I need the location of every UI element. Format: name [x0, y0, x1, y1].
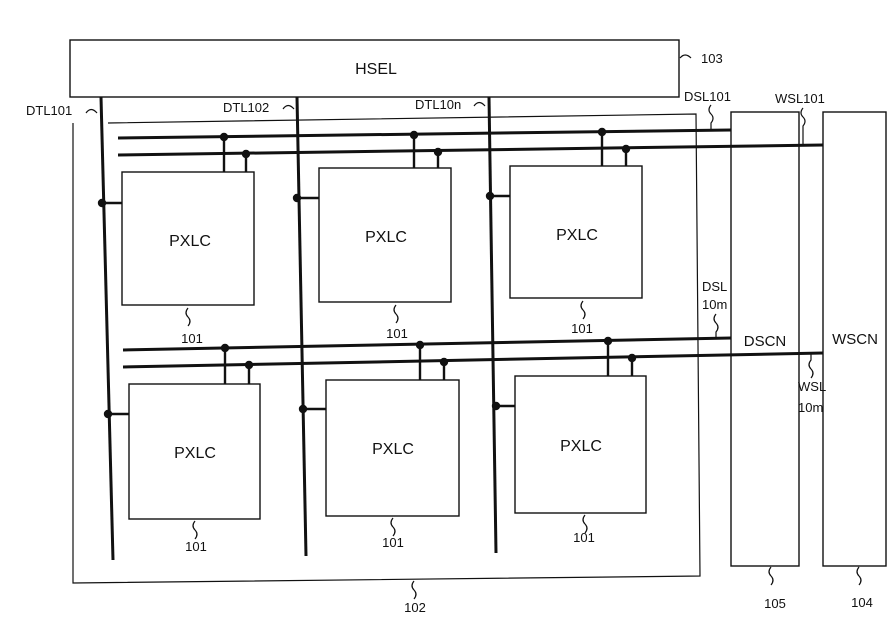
wsl10m-label-line2: 10m	[798, 400, 823, 415]
drive-scan-line-dsl10m	[123, 338, 731, 350]
wsl101-label: WSL101	[775, 91, 825, 106]
dtl102-label: DTL102	[223, 100, 269, 115]
array-ref-leader	[412, 581, 416, 599]
dtl102-leader	[283, 106, 294, 110]
pixel-ref-number: 101	[185, 539, 207, 554]
pixel-cell-label: PXLC	[372, 441, 414, 458]
wscn-ref-leader	[857, 567, 861, 585]
dsl10m-label-line1: DSL	[702, 279, 727, 294]
pixel-cell-label: PXLC	[365, 229, 407, 246]
pixel-ref-number: 101	[573, 530, 595, 545]
hsel-ref-number: 103	[701, 51, 723, 66]
pixel-ref-leader	[394, 305, 398, 323]
dsl101-leader	[709, 105, 713, 129]
pixel-ref-number: 101	[571, 321, 593, 336]
dsl101-label: DSL101	[684, 89, 731, 104]
pixel-ref-number: 101	[382, 535, 404, 550]
dscn-ref-number: 105	[764, 596, 786, 611]
dtl101-label: DTL101	[26, 103, 72, 118]
pixel-ref-leader	[193, 521, 197, 539]
data-line-dtl102	[297, 97, 306, 556]
data-line-dtl10n	[489, 97, 496, 553]
write-scan-line-wsl10m	[123, 353, 823, 367]
pixel-cell-label: PXLC	[556, 227, 598, 244]
dscn-ref-leader	[769, 567, 773, 585]
pixel-cell-label: PXLC	[174, 445, 216, 462]
pixel-cell-label: PXLC	[560, 438, 602, 455]
dtl10n-leader	[474, 103, 485, 107]
wsl101-leader	[801, 108, 805, 145]
drive-scan-line-dsl101	[118, 130, 731, 138]
pixel-ref-number: 101	[181, 331, 203, 346]
pixel-ref-leader	[391, 518, 395, 536]
wsl10m-label-line1: WSL	[798, 379, 826, 394]
wscn-label: WSCN	[832, 331, 878, 348]
wsl10m-leader	[809, 353, 813, 378]
dscn-label: DSCN	[744, 333, 787, 350]
pixel-ref-leader	[186, 308, 190, 326]
dsl10m-label-line2: 10m	[702, 297, 727, 312]
data-line-dtl101	[101, 97, 113, 560]
dsl10m-leader	[714, 314, 718, 338]
pixel-ref-number: 101	[386, 326, 408, 341]
pixel-cell-label: PXLC	[169, 233, 211, 250]
dtl10n-label: DTL10n	[415, 97, 461, 112]
array-ref-number: 102	[404, 600, 426, 615]
dtl101-leader	[86, 110, 97, 114]
wscn-ref-number: 104	[851, 595, 873, 610]
hsel-ref-leader	[680, 55, 691, 58]
pixel-ref-leader	[581, 301, 585, 319]
hsel-label: HSEL	[355, 61, 397, 78]
